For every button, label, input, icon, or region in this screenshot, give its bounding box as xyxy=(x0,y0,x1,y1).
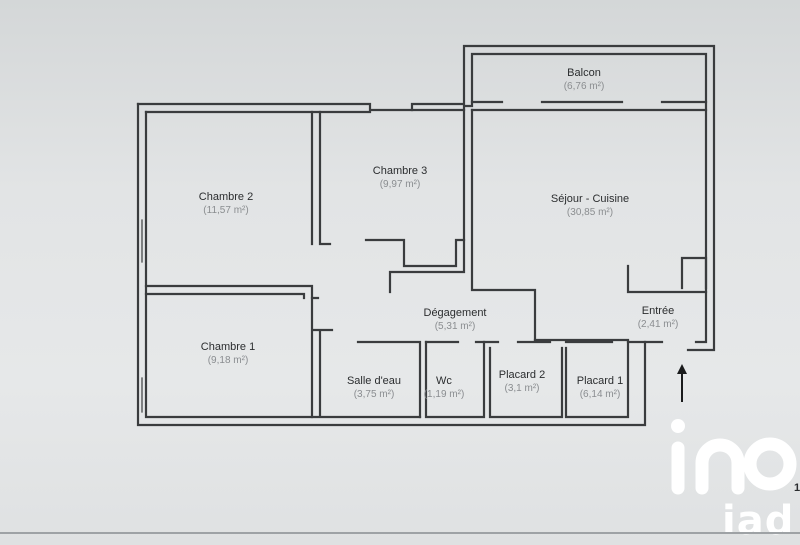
iad-logo-text: iad xyxy=(722,498,795,544)
room-chambre-2: Chambre 2 (11,57 m²) xyxy=(199,190,253,218)
balcony-wall xyxy=(470,100,708,344)
room-chambre-3: Chambre 3 (9,97 m²) xyxy=(373,164,427,192)
page-marker: 1 xyxy=(794,482,800,494)
room-name: Séjour - Cuisine xyxy=(550,193,630,205)
room-entree: Entrée (2,41 m²) xyxy=(638,304,679,332)
room-area: (2,41 m²) xyxy=(637,319,679,330)
room-name: Chambre 2 xyxy=(198,191,254,203)
room-area: (9,97 m²) xyxy=(379,179,421,190)
room-name: Entrée xyxy=(641,305,675,317)
wall-ch3-sejour xyxy=(388,108,537,342)
window-left xyxy=(137,219,143,413)
room-area: (11,57 m²) xyxy=(203,205,249,216)
room-area: (3,1 m²) xyxy=(504,383,540,394)
room-area: (6,76 m²) xyxy=(563,81,605,92)
bottom-border xyxy=(0,532,800,534)
room-sejour-cuisine: Séjour - Cuisine (30,85 m²) xyxy=(551,192,629,220)
room-name: Dégagement xyxy=(423,307,487,319)
room-degagement: Dégagement (5,31 m²) xyxy=(424,306,487,334)
room-name: Salle d'eau xyxy=(346,375,402,387)
room-name: Chambre 1 xyxy=(200,341,256,353)
room-name: Wc xyxy=(436,375,452,387)
wall-ch2-ch3 xyxy=(310,110,332,246)
room-name: Placard 1 xyxy=(576,375,624,387)
room-area: (30,85 m²) xyxy=(566,207,614,218)
room-placard-2: Placard 2 (3,1 m²) xyxy=(499,368,545,396)
room-name: Placard 2 xyxy=(498,369,546,381)
outer-wall-left-inner xyxy=(144,110,314,419)
outer-wall xyxy=(136,44,716,352)
room-name: Chambre 3 xyxy=(372,165,428,177)
wall-degagement xyxy=(356,340,647,419)
wall-ch1-right xyxy=(310,296,422,419)
room-area: (5,31 m²) xyxy=(434,321,476,332)
outer-wall-left xyxy=(136,102,664,427)
iad-logo-icon xyxy=(671,419,797,495)
room-area: (6,14 m²) xyxy=(579,389,621,400)
wall-ch3-bottom xyxy=(364,238,466,268)
room-area: (1,19 m²) xyxy=(423,389,465,400)
room-salle-d-eau: Salle d'eau (3,75 m²) xyxy=(347,374,401,402)
wall-ch2-ch1 xyxy=(144,284,320,300)
wall-entree xyxy=(626,256,708,294)
room-name: Balcon xyxy=(567,67,601,79)
entry-arrow-icon xyxy=(677,364,687,402)
wall-placards xyxy=(564,340,630,419)
room-area: (9,18 m²) xyxy=(207,355,249,366)
room-area: (3,75 m²) xyxy=(353,389,395,400)
wall-wc xyxy=(424,340,564,419)
room-placard-1: Placard 1 (6,14 m²) xyxy=(577,374,623,402)
room-balcon: Balcon (6,76 m²) xyxy=(564,66,605,94)
room-wc: Wc (1,19 m²) xyxy=(424,374,465,402)
room-chambre-1: Chambre 1 (9,18 m²) xyxy=(201,340,255,368)
